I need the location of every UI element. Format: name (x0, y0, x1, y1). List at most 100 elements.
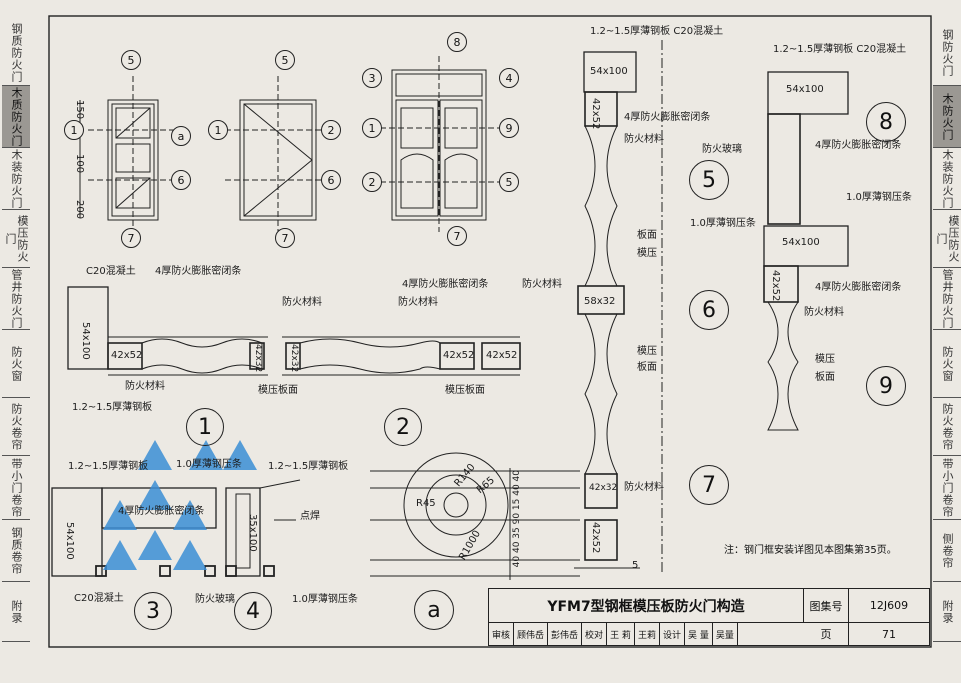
label-42x32-a: 42x32 (253, 344, 263, 373)
marker-7a: 7 (121, 228, 141, 248)
left-tab[interactable]: 木装防火门 (2, 148, 30, 210)
right-tab[interactable]: 管井防火门 (933, 268, 961, 330)
label-press-strip-d: 1.0厚薄钢压条 (690, 218, 756, 229)
section-circle-7: 7 (689, 465, 729, 505)
watermark-triangle (173, 500, 207, 530)
right-tab[interactable]: 侧卷帘 (933, 520, 961, 582)
section-circle-3: 3 (134, 592, 172, 630)
marker-5b: 5 (275, 50, 295, 70)
section-circle-a: a (414, 590, 454, 630)
left-tab[interactable]: 模压防火门 (2, 210, 30, 268)
marker-8c: 8 (447, 32, 467, 52)
left-tab[interactable]: 附录 (2, 582, 30, 642)
signature-cell: 王 莉 (607, 623, 635, 645)
right-tab[interactable]: 附录 (933, 582, 961, 642)
watermark-triangle (223, 440, 257, 470)
marker-7b: 7 (275, 228, 295, 248)
label-54x100-b: 54x100 (64, 522, 75, 560)
label-fire-glass-a: 防火玻璃 (195, 594, 235, 605)
marker-6a: 6 (171, 170, 191, 190)
label-board-face: 板面 (637, 230, 657, 241)
label-press-strip-c: 1.0厚薄钢压条 (846, 192, 912, 203)
label-mold-press-a: 模压 (637, 248, 657, 259)
left-tab[interactable]: 防火窗 (2, 330, 30, 398)
marker-1c: 1 (362, 118, 382, 138)
section-circle-6: 6 (689, 290, 729, 330)
signature-cell: 彭伟岳 (548, 623, 583, 645)
label-top-mid: 1.2~1.5厚薄钢板 C20混凝土 (590, 26, 724, 37)
right-tab[interactable]: 带小门卷帘 (933, 456, 961, 520)
atlas-no-label: 图集号 (804, 589, 849, 623)
label-strip-d: 4厚防火膨胀密闭条 (624, 112, 711, 123)
label-42x32-b: 42x32 (289, 344, 299, 373)
section-circle-4: 4 (234, 592, 272, 630)
left-tab[interactable]: 木质防火门 (2, 86, 30, 148)
label-strip-f: 4厚防火膨胀密闭条 (815, 282, 902, 293)
label-dim-5: 5 (632, 560, 639, 571)
watermark-triangle (189, 440, 223, 470)
marker-3c: 3 (362, 68, 382, 88)
label-r45: R45 (416, 498, 436, 509)
label-steel-plate-a: 1.2~1.5厚薄钢板 (72, 402, 153, 413)
marker-6b: 6 (321, 170, 341, 190)
label-board-b: 板面 (637, 362, 657, 373)
right-tab[interactable]: 模压防火门 (933, 210, 961, 268)
label-54x100-a: 54x100 (80, 322, 91, 360)
label-fire-mat-g: 防火材料 (804, 307, 844, 318)
left-tab[interactable]: 防火卷帘 (2, 398, 30, 456)
label-42x52-b: 42x52 (443, 350, 475, 361)
section-circle-2: 2 (384, 408, 422, 446)
signature-cell: 顾伟岳 (514, 623, 549, 645)
marker-5c: 5 (499, 172, 519, 192)
installation-note: 注：钢门框安装详图见本图集第35页。 (724, 545, 897, 556)
left-tab[interactable]: 钢质防火门 (2, 20, 30, 86)
watermark-triangle (103, 500, 137, 530)
label-42x52-f: 42x52 (770, 270, 781, 302)
left-tab[interactable]: 管井防火门 (2, 268, 30, 330)
label-mold-press-c: 模压 (815, 354, 835, 365)
label-fire-mat-d: 防火材料 (624, 134, 664, 145)
marker-1a: 1 (64, 120, 84, 140)
right-tab[interactable]: 木装防火门 (933, 148, 961, 210)
door-elevation-a (79, 76, 178, 232)
label-42x52-a: 42x52 (111, 350, 143, 361)
sheet-frame (48, 15, 932, 648)
right-tab[interactable]: 防火卷帘 (933, 398, 961, 456)
signature-cell: 设计 (660, 623, 685, 645)
label-strip-e: 4厚防火膨胀密闭条 (815, 140, 902, 151)
label-steel-plate-c: 1.2~1.5厚薄钢板 (268, 461, 349, 472)
label-dim-chain: 40 40 35 90 15 40 40 (512, 470, 522, 568)
marker-2b: 2 (321, 120, 341, 140)
dim-200: 200 (74, 200, 85, 220)
title-block: YFM7型钢框模压板防火门构造 图集号 12J609 审核顾伟岳彭伟岳校对王 莉… (488, 588, 930, 646)
signature-cell: 王莉 (635, 623, 660, 645)
right-tab[interactable]: 钢防火门 (933, 20, 961, 86)
signature-cell: 吴量 (713, 623, 738, 645)
label-fire-glass-b: 防火玻璃 (702, 144, 742, 155)
marker-2c: 2 (362, 172, 382, 192)
left-tab[interactable]: 带小门卷帘 (2, 456, 30, 520)
label-42x52-e: 42x52 (590, 522, 601, 554)
label-steel-plate-b: 1.2~1.5厚薄钢板 (68, 461, 149, 472)
label-54x100-d: 54x100 (786, 84, 824, 95)
marker-a: a (171, 126, 191, 146)
label-spot-weld: 点焊 (300, 511, 320, 522)
marker-4c: 4 (499, 68, 519, 88)
signature-row: 审核顾伟岳彭伟岳校对王 莉王莉设计吴 量吴量 (489, 623, 738, 645)
door-elevation-b (225, 76, 330, 232)
marker-5a: 5 (121, 50, 141, 70)
vertical-section-89 (763, 71, 849, 431)
door-elevation-c (380, 56, 500, 232)
section-4 (225, 479, 301, 577)
watermark-triangle (138, 530, 172, 560)
label-press-strip-a: 1.0厚薄钢压条 (176, 459, 242, 470)
watermark-triangle (138, 440, 172, 470)
left-tab[interactable]: 钢质卷帘 (2, 520, 30, 582)
section-circle-8: 8 (866, 102, 906, 142)
right-tab[interactable]: 木防火门 (933, 86, 961, 148)
label-54x100-c: 54x100 (590, 66, 628, 77)
dim-100: 100 (74, 154, 85, 174)
right-tab[interactable]: 防火窗 (933, 330, 961, 398)
